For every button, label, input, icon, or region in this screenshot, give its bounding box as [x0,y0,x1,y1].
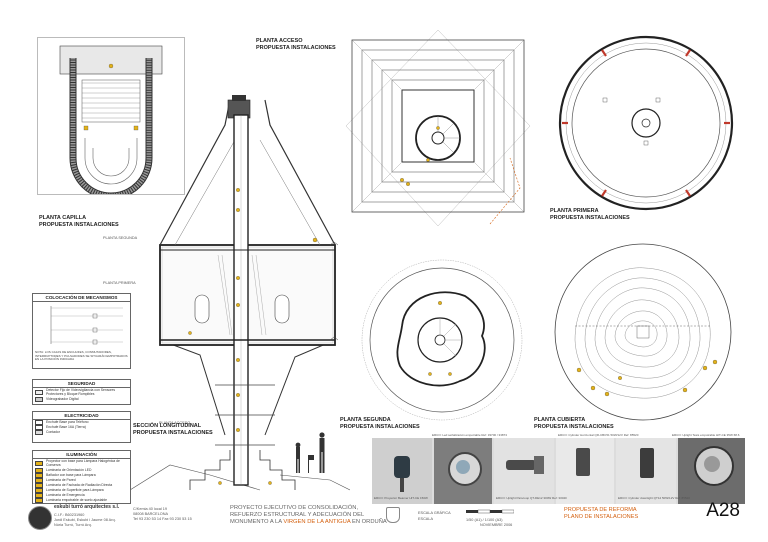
plan-capilla-panel [37,37,185,200]
mecanismos-note: NOTA: LOS CAJAS DE ENCHUFES, CONMUTADORE… [35,350,128,362]
scale-bar [466,509,514,514]
legend-item: Luminaria de Pared [33,477,130,483]
product-caption-6: ERCO: Cylinder downlight QT12 50W/12V Re… [618,496,690,500]
product-photo-cylinder-d [616,438,676,504]
legend-item: Bañador con base para Lámpara [33,472,130,478]
legend-item: Proyector con base para Lámpara Halogéni… [33,459,130,468]
led-icon [35,467,43,473]
product-photo-cylinder-h [556,438,614,504]
legend-electricidad: ELECTRICIDAD Enchufe Base para Teléfono … [32,411,131,443]
legend-item: Enchufe Base para Teléfono [33,420,130,425]
facade-light-icon [35,482,43,488]
sheet-title: PROPUESTA DE REFORMA PLANO DE INSTALACIO… [564,507,639,520]
camera-icon [35,389,43,395]
legend-item: Detector Fijo de Videovigilancia con Sen… [33,388,130,397]
legend-iluminacion: ILUMINACIÓN Proyector con base para Lámp… [32,450,131,504]
project-title: PROYECTO EJECUTIVO DE CONSOLIDACIÓN, REF… [230,505,387,525]
legend-item: Luminaria de Emergencia [33,492,130,498]
address-line: 08008 BARCELONA [133,512,169,516]
wall-light-icon [35,477,43,483]
legend-item: Luminaria de Orientación LED [33,467,130,473]
address-line: C/Kemia 40 local 19 [133,507,167,511]
product-caption-4: ERCO: Proyector Beamer HIT-CE 150W [374,496,428,500]
sheet-number: A28 [706,500,740,521]
scale-value: 1/50 (A1) / 1/100 (A3) [466,518,503,522]
level-label-primera: PLANTA PRIMERA [103,281,136,285]
product-photo-parscoop [494,438,554,504]
address-line: Tel 93 230 53 14 Fax 93 230 53 15 [133,517,192,521]
mecanismos-diagram [50,306,123,345]
product-photo-uplight [678,438,745,504]
product-photo-beamer [372,438,432,504]
plan-cubierta-drawing [554,243,732,421]
project-highlight: VIRGEN DE LA ANTIGUA [283,519,351,525]
firm-line: Núria Turró, Turró Arq. [54,523,92,527]
meter-icon [35,430,43,435]
title-block: eskubi turró arquitectes s.l. C.I.F.: B6… [28,505,748,537]
product-caption-1: ERCO: Led señalización empotrable Ref: 3… [432,433,507,437]
product-photo-led [434,438,492,504]
legend-item: Enchufe Base 16A (Tierra) [33,425,130,430]
recorder-icon [35,396,43,402]
firm-name: eskubi turró arquitectes s.l. [54,504,120,510]
scale-sub: ESCALA [418,517,433,521]
product-caption-3: ERCO: Uplight Tesis empotrable HIT-CE 35… [672,433,740,437]
plan-primera-drawing [558,35,734,211]
legend-item: Luminaria empotrable de suelo ajustable [33,497,130,503]
legend-item: Luminaria de Superficie para Lámpara [33,487,130,493]
floor-light-icon [35,497,43,503]
product-caption-2: ERCO: Cylinder Horizontal QR-CBC51 50W/1… [558,433,639,437]
section-drawing [130,95,350,491]
surface-light-icon [35,487,43,493]
legend-seguridad: SEGURIDAD Detector Fijo de Videovigilanc… [32,379,131,405]
date: NOVIEMBRE 2006 [480,523,513,527]
legend-item: Contador [33,430,130,435]
phone-socket-icon [35,420,43,425]
seal-icon [386,507,400,523]
legend-item: Luminaria de Fachada de Radiación Direct… [33,482,130,488]
emergency-light-icon [35,492,43,498]
spotlight-icon [35,460,43,466]
firm-logo [28,506,52,530]
plan-capilla-drawing [38,38,184,200]
level-label-acceso: PLANTA ACCESO [159,421,191,425]
firm-line: C.I.F.: B60231960 [54,513,85,517]
plan-segunda-drawing [361,259,523,421]
socket-icon [35,425,43,430]
product-caption-5: ERCO: Uplight Parscoop QT-DE12 300W Ref:… [496,496,567,500]
product-strip: ERCO: Led señalización empotrable Ref: 3… [372,433,745,504]
level-label-segunda: PLANTA SEGUNDA [103,236,138,240]
scale-label: ESCALA GRÁFICA [418,511,451,515]
legend-item: Videograbador Digital [33,396,130,402]
washer-icon [35,472,43,478]
plan-acceso-drawing [345,29,531,227]
firm-line: Jordi Eskubi, Eskubi i Jaume 08 Arq. [54,518,116,522]
legend-mecanismos: COLOCACIÓN DE MECANISMOS NOTA: LOS CAJAS… [32,293,131,369]
